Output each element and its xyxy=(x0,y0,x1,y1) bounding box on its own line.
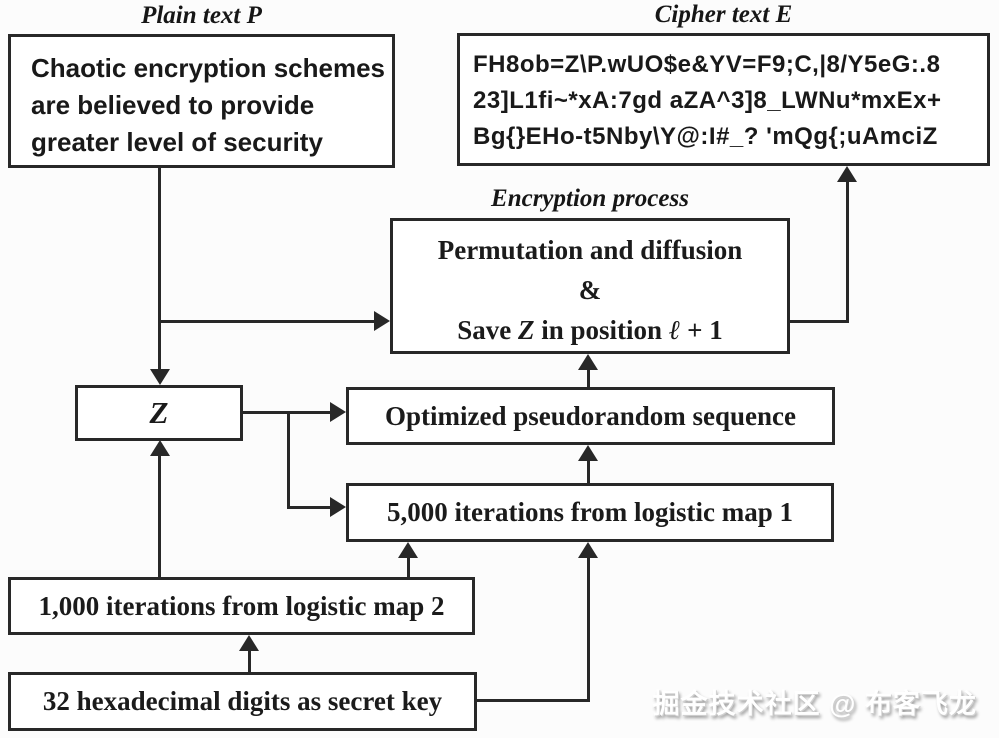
save-mid: in position xyxy=(534,315,669,345)
logistic-map-1-box: 5,000 iterations from logistic map 1 xyxy=(346,483,834,542)
optimized-sequence-box: Optimized pseudorandom sequence xyxy=(346,387,835,445)
line-permutation-out-right xyxy=(790,320,849,323)
plain-text-label: Plain text P xyxy=(141,2,262,29)
cipher-text-line: Bg{}EHo-t5Nby\Y@:I#_? 'mQg{;uAmciZ xyxy=(473,123,938,150)
optimized-sequence-text: Optimized pseudorandom sequence xyxy=(384,400,797,431)
logistic-map-2-text: 1,000 iterations from logistic map 2 xyxy=(38,590,445,621)
arrowhead-into-permutation-left-icon xyxy=(374,311,390,331)
arrowhead-into-cipher-bottom-icon xyxy=(837,166,857,182)
cipher-text-line: 23]L1fi~*xA:7gd aZA^3]8_LWNu*mxEx+ xyxy=(473,87,942,114)
line-map2-to-map1 xyxy=(407,556,410,577)
cipher-text-box: FH8ob=Z\P.wUO$e&YV=F9;C,|8/Y5eG:.8 23]L1… xyxy=(457,33,990,166)
save-ell-symbol: ℓ xyxy=(668,315,681,345)
logistic-map-1-text: 5,000 iterations from logistic map 1 xyxy=(387,497,793,527)
arrowhead-into-z-bottom-icon xyxy=(150,440,170,456)
encryption-process-label: Encryption process xyxy=(491,185,689,212)
save-z-symbol: Z xyxy=(518,315,535,345)
arrowhead-into-permutation-bottom-icon xyxy=(578,354,598,370)
secret-key-box: 32 hexadecimal digits as secret key xyxy=(8,672,477,731)
arrowhead-into-map1-bottom-left-icon xyxy=(398,542,418,558)
arrowhead-into-optimized-bottom-icon xyxy=(578,445,598,461)
permutation-diffusion-box: Permutation and diffusion & Save Z in po… xyxy=(390,218,790,354)
line-key-out-right xyxy=(477,699,590,702)
logistic-map-2-box: 1,000 iterations from logistic map 2 xyxy=(8,577,475,635)
arrowhead-into-z-top-icon xyxy=(150,369,170,385)
arrowhead-into-optimized-left-icon xyxy=(330,402,346,422)
save-prefix: Save xyxy=(457,315,518,345)
secret-key-text: 32 hexadecimal digits as secret key xyxy=(42,686,443,716)
z-symbol: Z xyxy=(149,395,169,430)
arrowhead-into-map1-left-icon xyxy=(330,497,346,517)
cipher-text-label: Cipher text E xyxy=(654,1,793,28)
line-map2-to-z xyxy=(158,455,161,577)
plain-text-box: Chaotic encryption schemes are believed … xyxy=(8,34,395,168)
permutation-amp: & xyxy=(578,275,602,305)
line-z-branch-down xyxy=(287,411,290,509)
line-key-to-map2 xyxy=(248,650,251,672)
arrowhead-into-map2-bottom-icon xyxy=(239,635,259,651)
line-plain-to-permutation xyxy=(158,320,375,323)
cipher-text-line: FH8ob=Z\P.wUO$e&YV=F9;C,|8/Y5eG:.8 xyxy=(473,51,941,78)
permutation-save-line: Save Z in position ℓ + 1 xyxy=(393,310,787,350)
watermark: 掘金技术社区 @ 布客飞龙 xyxy=(652,689,977,719)
plain-text-line: Chaotic encryption schemes xyxy=(31,53,385,83)
plain-text-line: greater level of security xyxy=(31,127,323,157)
permutation-line: Permutation and diffusion xyxy=(437,235,743,265)
line-up-to-cipher xyxy=(846,180,849,323)
line-optimized-to-permutation xyxy=(587,369,590,387)
z-box: Z xyxy=(75,385,243,441)
line-map1-to-optimized xyxy=(587,460,590,483)
arrowhead-into-map1-bottom-right-icon xyxy=(578,542,598,558)
line-branch-to-map1 xyxy=(287,506,331,509)
save-suffix: + 1 xyxy=(680,315,723,345)
plain-text-line: are believed to provide xyxy=(31,90,315,120)
line-plain-to-z xyxy=(158,168,161,370)
line-key-up-to-map1 xyxy=(587,557,590,702)
